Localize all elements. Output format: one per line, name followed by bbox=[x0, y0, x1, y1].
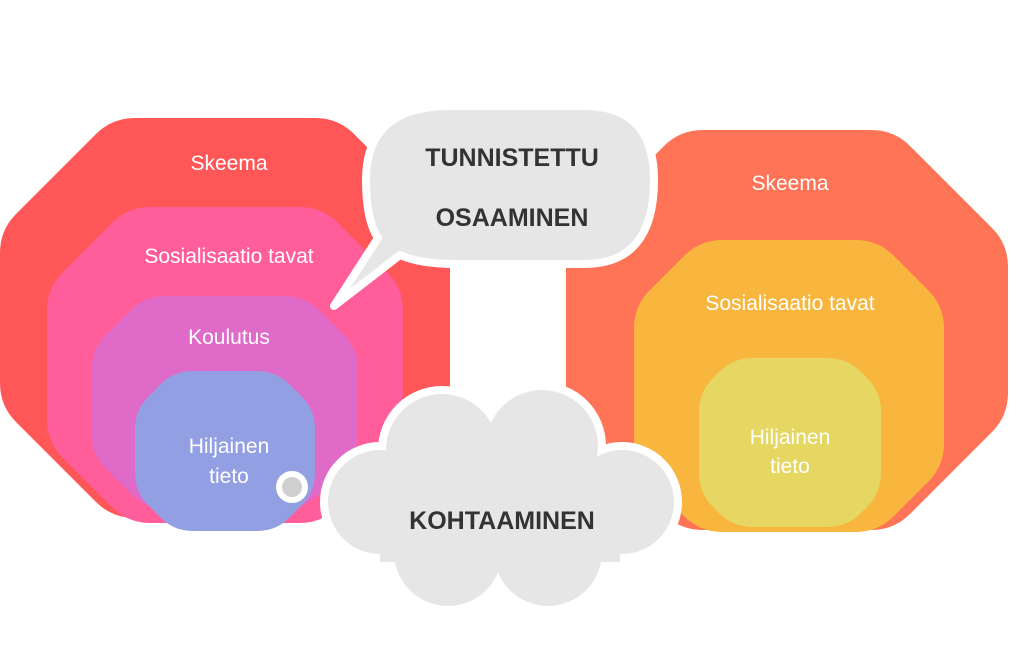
speech-bubble-line2: OSAAMINEN bbox=[436, 204, 589, 232]
left-inner-label-line1: Hiljainen bbox=[189, 435, 270, 458]
left-second-label: Sosialisaatio tavat bbox=[144, 245, 313, 268]
speech-bubble-line1: TUNNISTETTU bbox=[425, 144, 599, 172]
thought-dot bbox=[276, 471, 308, 503]
right-inner-label-line1: Hiljainen bbox=[750, 426, 831, 449]
left-third-label: Koulutus bbox=[188, 326, 270, 349]
thought-cloud: KOHTAAMINEN bbox=[320, 382, 682, 614]
left-inner-label-line2: tieto bbox=[209, 465, 249, 488]
cloud-label: KOHTAAMINEN bbox=[409, 507, 595, 535]
speech-bubble-shape bbox=[330, 102, 658, 310]
right-outer-label: Skeema bbox=[751, 172, 828, 195]
left-shape-group: Skeema Sosialisaatio tavat Koulutus Hilj… bbox=[0, 118, 450, 531]
cloud-body bbox=[328, 390, 674, 606]
left-inner-shape bbox=[135, 371, 315, 531]
right-inner-label-line2: tieto bbox=[770, 455, 810, 478]
left-outer-label: Skeema bbox=[190, 152, 267, 175]
speech-bubble: TUNNISTETTU OSAAMINEN bbox=[330, 102, 658, 310]
right-inner-shape bbox=[699, 358, 881, 527]
right-shape-group: Skeema Sosialisaatio tavat Hiljainen tie… bbox=[566, 130, 1008, 532]
right-second-label: Sosialisaatio tavat bbox=[705, 292, 874, 315]
